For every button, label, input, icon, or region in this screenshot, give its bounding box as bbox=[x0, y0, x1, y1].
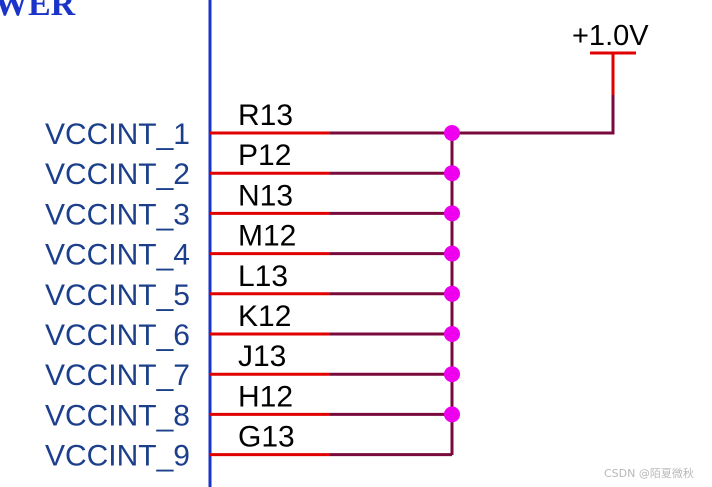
pin-number-label: M12 bbox=[238, 220, 296, 253]
pin-row: VCCINT_8 H12 bbox=[45, 380, 452, 432]
pin-row: VCCINT_9 G13 bbox=[45, 421, 452, 473]
junction-dot bbox=[444, 125, 460, 141]
junction-dot bbox=[444, 205, 460, 222]
pin-number-label: R13 bbox=[238, 99, 293, 132]
junction-dot bbox=[444, 245, 460, 262]
pin-row: VCCINT_2 P12 bbox=[45, 139, 452, 191]
junction-dot bbox=[444, 366, 460, 383]
watermark: CSDN @陌夏微秋 bbox=[604, 466, 694, 480]
pin-number-label: N13 bbox=[238, 179, 293, 212]
pin-name-label: VCCINT_3 bbox=[45, 198, 190, 231]
pin-rows: VCCINT_1R13VCCINT_2P12VCCINT_3N13VCCINT_… bbox=[45, 99, 452, 473]
pin-number-label: G13 bbox=[238, 421, 295, 454]
junction-dot bbox=[444, 326, 460, 342]
pin-row: VCCINT_6 K12 bbox=[45, 300, 452, 352]
junction-dot bbox=[444, 406, 460, 423]
pin-number-label: P12 bbox=[238, 139, 291, 172]
junctions bbox=[444, 125, 460, 423]
component-header-fragment: WER bbox=[0, 0, 76, 23]
pin-row: VCCINT_1 R13 bbox=[45, 99, 330, 151]
pin-number-label: J13 bbox=[238, 340, 286, 373]
pin-name-label: VCCINT_2 bbox=[45, 158, 190, 191]
power-net-wire bbox=[330, 95, 615, 135]
pin-name-label: VCCINT_6 bbox=[45, 319, 190, 352]
pin-number-label: H12 bbox=[238, 380, 293, 413]
junction-dot bbox=[444, 285, 460, 302]
pin-row: VCCINT_4 M12 bbox=[45, 220, 452, 272]
pin-row: VCCINT_5 L13 bbox=[45, 260, 452, 312]
pin-row: VCCINT_3 N13 bbox=[45, 179, 452, 231]
pin-name-label: VCCINT_7 bbox=[45, 359, 190, 392]
pin-name-label: VCCINT_8 bbox=[45, 399, 190, 432]
pin-name-label: VCCINT_9 bbox=[45, 440, 190, 473]
junction-dot bbox=[444, 165, 460, 182]
pin-number-label: L13 bbox=[238, 260, 288, 293]
pin-name-label: VCCINT_5 bbox=[45, 279, 190, 312]
pin-name-label: VCCINT_1 bbox=[45, 118, 190, 151]
pin-name-label: VCCINT_4 bbox=[45, 239, 190, 272]
power-symbol: +1.0V bbox=[572, 20, 649, 95]
pin-row: VCCINT_7 J13 bbox=[45, 340, 452, 392]
power-label: +1.0V bbox=[572, 20, 649, 52]
pin-number-label: K12 bbox=[238, 300, 291, 333]
